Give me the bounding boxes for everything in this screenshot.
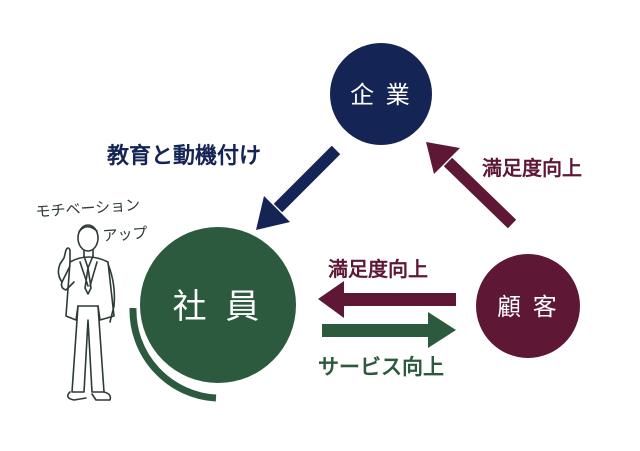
employee-accent-arc xyxy=(129,307,217,402)
node-employee: 社 員 xyxy=(129,227,296,402)
node-employee-circle xyxy=(140,227,296,383)
node-company-label: 企 業 xyxy=(350,81,412,109)
arrow-down-left-icon xyxy=(256,196,290,230)
edge-employee-to-customer: サービス向上 xyxy=(318,312,456,379)
edge-customer-to-employee-shaft xyxy=(336,293,456,306)
edge-employee-to-customer-label: サービス向上 xyxy=(318,355,444,379)
arrow-right-icon xyxy=(428,312,456,348)
arrow-up-left-icon xyxy=(426,142,460,174)
edge-customer-to-company-shaft xyxy=(443,157,517,229)
motivation-annotation: モチベーション アップ xyxy=(35,196,148,245)
edge-customer-to-company-label: 満足度向上 xyxy=(482,156,582,180)
node-company-circle xyxy=(330,43,432,145)
node-customer-label: 顧 客 xyxy=(497,293,559,321)
edge-company-to-employee-shaft xyxy=(273,145,341,213)
edge-customer-to-employee: 満足度向上 xyxy=(318,257,456,318)
edge-customer-to-employee-label: 満足度向上 xyxy=(328,257,428,281)
node-company: 企 業 xyxy=(330,43,432,145)
motivation-annotation-line1: モチベーション xyxy=(35,196,141,221)
businessman-thumbs-up-illustration xyxy=(57,224,116,401)
edge-customer-to-company: 満足度向上 xyxy=(426,142,582,229)
motivation-annotation-line2: アップ xyxy=(102,224,148,245)
edge-employee-to-customer-shaft xyxy=(322,324,430,337)
node-customer: 顧 客 xyxy=(476,254,580,358)
node-customer-circle xyxy=(476,254,580,358)
arrow-left-icon xyxy=(318,281,344,318)
node-employee-label: 社 員 xyxy=(173,287,264,327)
edge-company-to-employee: 教育と動機付け xyxy=(107,143,341,230)
edge-company-to-employee-label: 教育と動機付け xyxy=(107,143,261,169)
